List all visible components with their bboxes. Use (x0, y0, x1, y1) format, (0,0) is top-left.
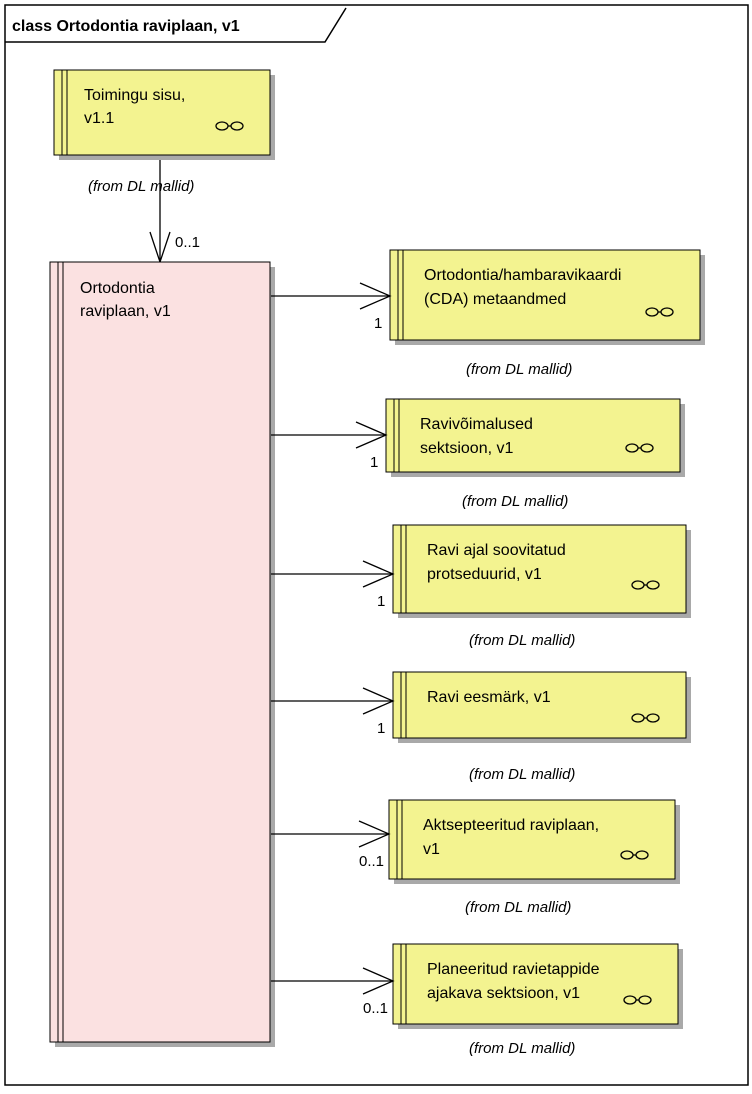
link-icon (620, 850, 649, 860)
class-ortodontia-raviplaan: Ortodontia raviplaan, v1 (49, 261, 275, 1047)
class-name-line: ajakava sektsioon, v1 (427, 985, 580, 1002)
multiplicity-label: 0..1 (359, 853, 384, 870)
class-name-line: Planeeritud ravietappide (427, 961, 600, 978)
class-name-line: v1.1 (84, 110, 114, 127)
class-name-line: Toimingu sisu, (84, 87, 185, 104)
class-6: Planeeritud ravietappide ajakava sektsioo… (392, 943, 683, 1029)
class-body (53, 69, 271, 156)
class-body (392, 671, 687, 739)
class-name-line: protseduurid, v1 (427, 566, 542, 583)
class-body (388, 799, 676, 880)
class-3: Ravi ajal soovitatud protseduurid, v1 (392, 524, 691, 618)
link-icon (645, 307, 674, 317)
class-name-line: raviplaan, v1 (80, 303, 171, 320)
class-name-line: Aktsepteeritud raviplaan, (423, 817, 599, 834)
class-name-line: Ravivõimalused (420, 416, 533, 433)
class-name-line: Ravi eesmärk, v1 (427, 689, 551, 706)
multiplicity-label: 1 (370, 454, 378, 471)
link-icon (631, 713, 660, 723)
link-icon (625, 443, 654, 453)
from-package-label: (from DL mallid) (88, 178, 194, 195)
class-2: Ravivõimalused sektsioon, v1 (385, 398, 685, 477)
class-name-line: sektsioon, v1 (420, 440, 513, 457)
class-name-line: Ravi ajal soovitatud (427, 542, 566, 559)
class-name-line: v1 (423, 841, 440, 858)
frame-title-tab (5, 7, 347, 43)
from-package-label: (from DL mallid) (469, 766, 575, 783)
from-package-label: (from DL mallid) (469, 1040, 575, 1057)
class-body (385, 398, 681, 473)
class-toimingu-sisu: Toimingu sisu, v1.1 (53, 69, 275, 160)
link-icon (215, 121, 244, 131)
class-5: Aktsepteeritud raviplaan, v1 (388, 799, 680, 884)
class-1: Ortodontia/hambaravikaardi (CDA) metaandm… (389, 249, 705, 345)
multiplicity-label: 1 (377, 593, 385, 610)
class-body (392, 524, 687, 614)
association-arrowhead (362, 967, 395, 995)
from-package-label: (from DL mallid) (465, 899, 571, 916)
association-arrowhead (362, 687, 395, 715)
association-arrowhead (358, 820, 391, 848)
from-package-label: (from DL mallid) (466, 361, 572, 378)
association-arrowhead (362, 560, 395, 588)
frame-title: class Ortodontia raviplaan, v1 (12, 18, 240, 35)
multiplicity-label: 0..1 (363, 1000, 388, 1017)
from-package-label: (from DL mallid) (462, 493, 568, 510)
class-name-line: (CDA) metaandmed (424, 291, 566, 308)
from-package-label: (from DL mallid) (469, 632, 575, 649)
class-4: Ravi eesmärk, v1 (392, 671, 691, 743)
multiplicity-label: 1 (377, 720, 385, 737)
association-arrowhead (355, 421, 388, 449)
link-icon (623, 995, 652, 1005)
association-arrowhead (359, 282, 392, 310)
class-name-line: Ortodontia/hambaravikaardi (424, 267, 621, 284)
multiplicity-label: 1 (374, 315, 382, 332)
class-body (389, 249, 701, 341)
class-body (49, 261, 271, 1043)
class-body (392, 943, 679, 1025)
multiplicity-label: 0..1 (175, 234, 200, 251)
link-icon (631, 580, 660, 590)
class-name-line: Ortodontia (80, 280, 155, 297)
